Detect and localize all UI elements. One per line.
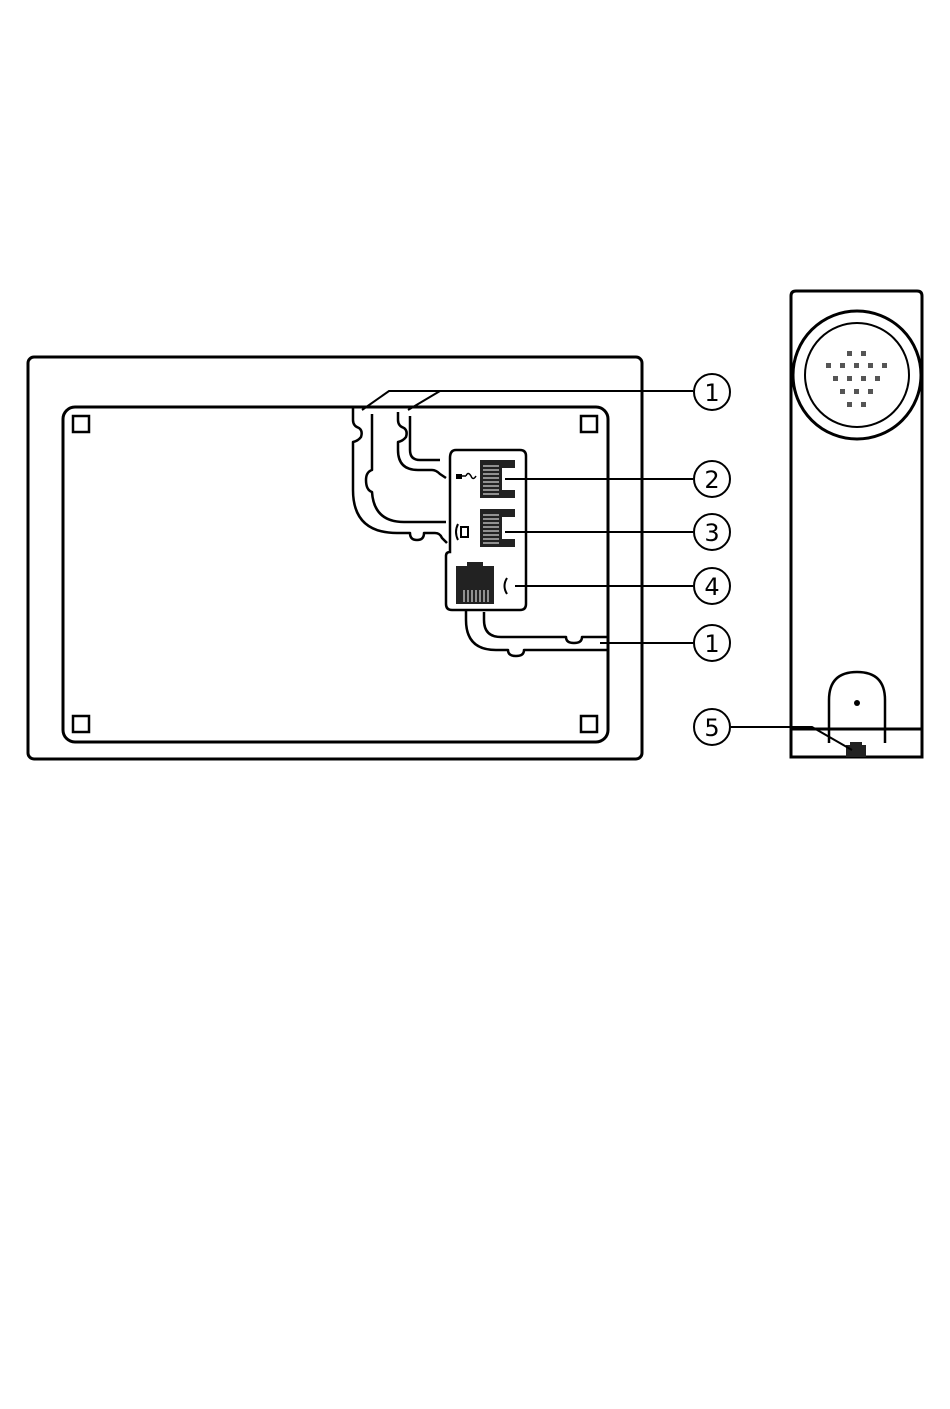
callout-5: 5 bbox=[694, 709, 730, 745]
callout-1-top: 1 bbox=[694, 374, 730, 410]
callout-3: 3 bbox=[694, 514, 730, 550]
handset-body bbox=[791, 291, 922, 757]
handset-port-icon bbox=[505, 578, 508, 594]
callout-4: 4 bbox=[694, 568, 730, 604]
handset-jack bbox=[846, 742, 866, 757]
handset-hook-dot bbox=[854, 700, 860, 706]
foot-bottom-left bbox=[73, 716, 89, 732]
callout-3-label: 3 bbox=[704, 519, 719, 547]
channel-mid-inner bbox=[410, 416, 440, 460]
callout-1-top-label: 1 bbox=[704, 379, 719, 407]
handset bbox=[791, 291, 922, 757]
channel-mid-outer bbox=[398, 412, 446, 478]
network-plug-icon bbox=[456, 474, 476, 480]
callout-2: 2 bbox=[694, 461, 730, 497]
foot-top-left bbox=[73, 416, 89, 432]
callouts: 1 2 3 4 1 5 bbox=[694, 374, 730, 745]
callout-2-label: 2 bbox=[704, 466, 719, 494]
channel-bottom-inner bbox=[484, 612, 608, 643]
phone-base-rear-view bbox=[28, 357, 642, 759]
earpiece-inner-ring bbox=[805, 323, 909, 427]
speaker-grille bbox=[826, 351, 887, 407]
earpiece-outer-ring bbox=[793, 311, 921, 439]
foot-bottom-right bbox=[581, 716, 597, 732]
foot-top-right bbox=[581, 416, 597, 432]
base-outer-frame bbox=[28, 357, 642, 759]
callout-4-label: 4 bbox=[704, 573, 719, 601]
callout-1-bottom-label: 1 bbox=[704, 630, 719, 658]
pc-phone-icon bbox=[456, 524, 468, 540]
base-feet bbox=[73, 416, 597, 732]
callout-1-bottom: 1 bbox=[694, 625, 730, 661]
callout-5-label: 5 bbox=[704, 714, 719, 742]
handset-port bbox=[456, 562, 494, 604]
handset-cord-arch bbox=[829, 672, 885, 743]
pc-port bbox=[480, 509, 515, 547]
